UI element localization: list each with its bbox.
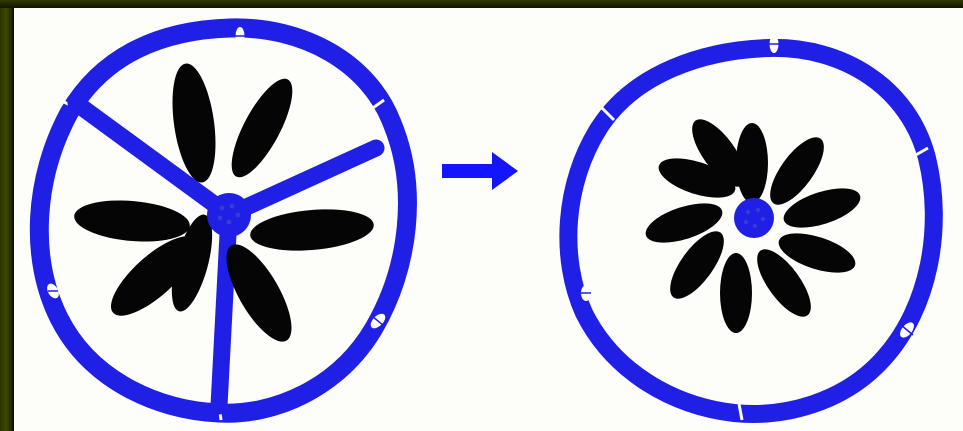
petal (248, 205, 375, 256)
right-arrow-icon (442, 152, 518, 190)
petal (720, 253, 752, 333)
petal (72, 196, 191, 246)
slide-top-band (0, 0, 963, 8)
pollen-diagram (14, 8, 963, 431)
left-center-disc (207, 193, 251, 237)
diagram-panel (14, 8, 963, 431)
left-structure (39, 27, 407, 420)
petal (220, 71, 303, 185)
right-structure (568, 35, 933, 420)
right-center-disc (734, 198, 774, 238)
left-septum (219, 215, 229, 406)
